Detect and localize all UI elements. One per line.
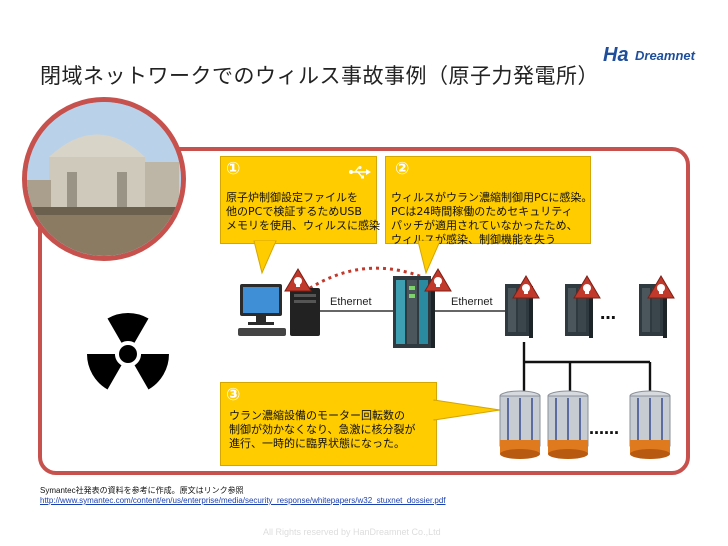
callout-1-line-2: 他のPCで検証するためUSB [226,205,362,218]
callout-1-line-3: メモリを使用、ウィルスに感染 [226,219,380,232]
source-note: Symantec社発表の資料を参考に作成。原文はリンク参照 [40,486,244,495]
callout-2-line-3: パッチが適用されていなかったため、 [391,219,578,232]
callout-3-centrifuge-failure: ③ ウラン濃縮設備のモーター回転数の 制御が効かなくなり、急激に核分裂が 進行、… [220,382,437,466]
ethernet-cable-right [432,310,517,312]
source-link[interactable]: http://www.symantec.com/content/en/us/en… [40,496,446,505]
nuclear-plant-photo [22,97,186,261]
callout-3-number: ③ [226,385,241,405]
hazard-skull-icon-plc [424,268,452,292]
callout-3-line-3: 進行、一時的に臨界状態になった。 [229,437,405,450]
company-logo: Ha Dreamnet [603,44,719,80]
callout-2-line-2: PCは24時間稼働のためセキュリティ [391,205,573,218]
centrifuge-1-icon [499,390,541,459]
centrifuge-3-icon [629,390,671,459]
hazard-skull-icon-field-3 [647,275,675,299]
enrichment-control-plc-icon [393,276,435,348]
logo-ha-text: Ha [603,44,629,66]
callout-2-number: ② [395,159,410,179]
engineering-pc-icon [238,284,320,336]
page-title: 閉域ネットワークでのウィルス事故事例（原子力発電所） [40,64,599,88]
centrifuge-more-ellipsis: …… [589,420,619,438]
logo-dreamnet-text: Dreamnet [635,48,695,63]
centrifuge-control-bus [522,342,652,392]
callout-2-plc-infection: ② ウィルスがウラン濃縮制御用PCに感染。 PCは24時間稼働のためセキュリティ… [385,156,593,246]
callout-1-usb-infection: ① 原子炉制御設定ファイルを 他のPCで検証するためUSB メモリを使用、ウィル… [220,156,380,244]
hazard-skull-icon-field-2 [573,275,601,299]
hazard-skull-icon-field-1 [512,275,540,299]
callout-3-line-1: ウラン濃縮設備のモーター回転数の [229,409,405,422]
infection-path-arc [303,266,435,294]
callout-2-line-1: ウィルスがウラン濃縮制御用PCに感染。 [391,191,593,204]
callout-1-pointer [253,240,277,275]
callout-3-pointer [433,399,501,421]
copyright-watermark: All Rights reserved by HanDreamnet Co.,L… [263,527,441,537]
callout-2-pointer [417,240,441,275]
centrifuge-2-icon [547,390,589,459]
callout-1-line-1: 原子炉制御設定ファイルを [226,191,358,204]
ethernet-cable-left [320,310,400,312]
radiation-symbol-icon [87,313,169,390]
callout-1-number: ① [226,159,241,179]
hazard-skull-icon-pc [284,268,312,292]
ethernet-label-right: Ethernet [451,296,493,308]
field-plc-more-ellipsis: … [600,304,616,323]
usb-icon [349,166,371,179]
callout-3-line-2: 制御が効かなくなり、急激に核分裂が [229,423,416,436]
ethernet-label-left: Ethernet [330,296,372,308]
